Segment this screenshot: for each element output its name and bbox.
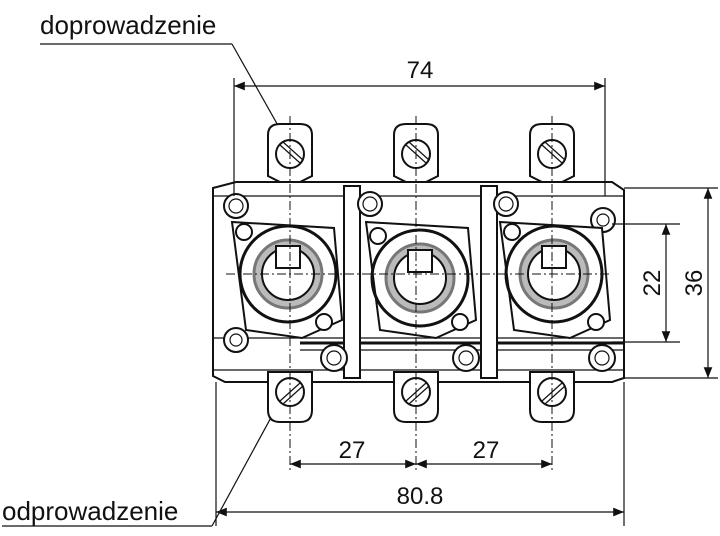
dim-80-8-label: 80.8 xyxy=(397,483,444,510)
dim-27-right-label: 27 xyxy=(473,437,500,464)
centre-lines xyxy=(226,116,612,470)
outlet-label: odprowadzenie xyxy=(2,496,178,526)
dimension-outer-height: 36 xyxy=(624,187,718,379)
dimension-total-width: 80.8 xyxy=(215,382,625,526)
dim-22-label: 22 xyxy=(639,270,666,297)
inlet-label: doprowadzenie xyxy=(40,10,216,40)
dim-74-label: 74 xyxy=(407,57,434,84)
dimension-inner-height: 22 xyxy=(612,223,680,343)
dim-27-left-label: 27 xyxy=(339,437,366,464)
dimension-top-width: 74 xyxy=(233,57,606,196)
dimension-pitch: 27 27 xyxy=(290,437,552,469)
dim-36-label: 36 xyxy=(681,270,708,297)
